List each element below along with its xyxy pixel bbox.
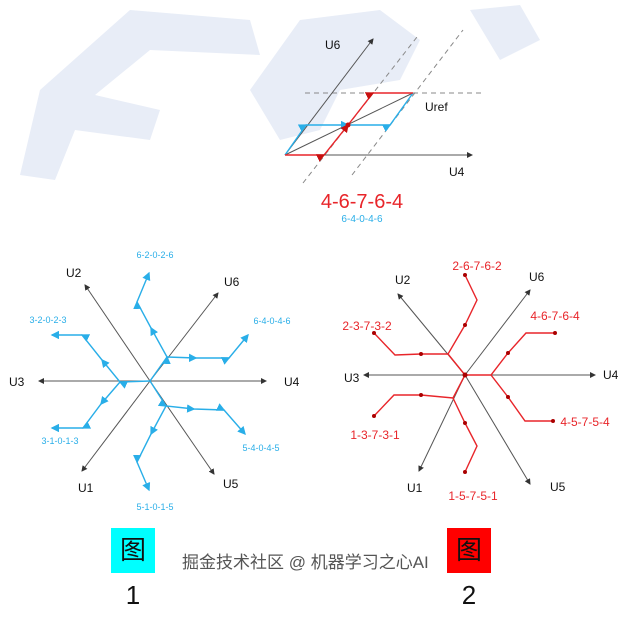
u5-label: U5 bbox=[550, 480, 566, 494]
sequence-path-6-2-0-2-6 bbox=[133, 271, 171, 382]
sequence-path-4-6-7-6-4 bbox=[465, 332, 555, 376]
sequence-path-3-2-0-2-3 bbox=[50, 330, 151, 389]
uref-label: Uref bbox=[425, 100, 448, 114]
sequence-path-4-5-7-5-4 bbox=[490, 374, 553, 422]
sequence-path-5-4-0-4-5 bbox=[149, 380, 246, 436]
sequence-label: 1-3-7-3-1 bbox=[350, 428, 400, 442]
top-subtitle: 6-4-0-4-6 bbox=[341, 214, 383, 225]
sequence-label: 4-5-7-5-4 bbox=[560, 415, 610, 429]
diagram-canvas: U6 Uref U4 4-6-7-6-4 6-4-0-4-6 U2 U6 U3 … bbox=[9, 5, 619, 512]
u1-label: U1 bbox=[407, 481, 423, 495]
sequence-label: 6-4-0-4-6 bbox=[253, 316, 290, 326]
sequence-label: 4-6-7-6-4 bbox=[530, 309, 580, 323]
sequence-path-5-1-0-1-5 bbox=[133, 405, 167, 492]
sequence-label: 1-5-7-5-1 bbox=[448, 489, 498, 503]
u6-label: U6 bbox=[529, 270, 545, 284]
sequence-label: 5-4-0-4-5 bbox=[242, 443, 279, 453]
u6-label: U6 bbox=[224, 275, 240, 289]
u4-label: U4 bbox=[449, 165, 465, 179]
u2-label: U2 bbox=[395, 273, 411, 287]
figure2-caption: 图 2 bbox=[447, 528, 491, 610]
vertex-dots bbox=[372, 273, 557, 474]
u3-label: U3 bbox=[344, 371, 360, 385]
site-watermark: 掘金技术社区 @ 机器学习之心AI bbox=[182, 553, 429, 572]
sequence-label: 2-3-7-3-2 bbox=[342, 319, 392, 333]
sequence-path-6-4-0-4-6 bbox=[166, 333, 249, 365]
top-vector-diagram: U6 Uref U4 4-6-7-6-4 6-4-0-4-6 bbox=[284, 29, 483, 225]
sequence-path-2-3-7-3-2 bbox=[373, 332, 448, 356]
sequence-label: 3-1-0-1-3 bbox=[41, 436, 78, 446]
u5-label: U5 bbox=[223, 477, 239, 491]
u2-label: U2 bbox=[66, 266, 82, 280]
u6-label: U6 bbox=[325, 38, 341, 52]
figure1-caption: 图 1 bbox=[111, 528, 155, 610]
sequence-path-2-6-7-6-2 bbox=[447, 274, 478, 376]
sequence-label: 6-2-0-2-6 bbox=[136, 250, 173, 260]
sequence-label: 3-2-0-2-3 bbox=[29, 315, 66, 325]
background-logo-watermark bbox=[20, 5, 540, 180]
u1-label: U1 bbox=[78, 481, 94, 495]
u4-label: U4 bbox=[603, 368, 619, 382]
u3-label: U3 bbox=[9, 375, 25, 389]
figure2-hexagon-diagram: U2 U6 U3 U4 U1 U5 2-6-7-6-2 2-3-7-3-2 4-… bbox=[342, 259, 618, 503]
u4-label: U4 bbox=[284, 375, 300, 389]
sequence-label: 5-1-0-1-5 bbox=[136, 502, 173, 512]
figure1-hexagon-diagram: U2 U6 U3 U4 U1 U5 6-2-0-2-6 6-4-0-4-6 5-… bbox=[9, 250, 300, 512]
top-title: 4-6-7-6-4 bbox=[321, 191, 403, 213]
sequence-path-1-5-7-5-1 bbox=[452, 397, 478, 473]
sequence-path-3-1-0-1-3 bbox=[50, 381, 121, 433]
sequence-label: 2-6-7-6-2 bbox=[452, 259, 502, 273]
